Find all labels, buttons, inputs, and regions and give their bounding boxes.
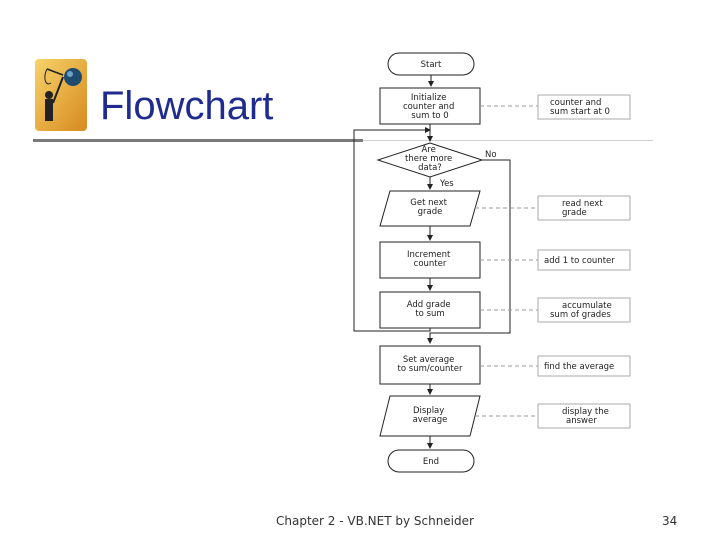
set-average-process <box>379 345 481 385</box>
annotation-init: counter and sum start at 0 <box>480 94 631 120</box>
fishing-figure-logo-icon <box>33 57 89 133</box>
display-average-output <box>379 395 481 437</box>
svg-text:find the average: find the average <box>544 362 614 372</box>
decision-label: Are there more data? <box>405 145 455 173</box>
display-average-label: Display average <box>413 406 448 425</box>
start-label: Start <box>421 60 442 70</box>
annotation-increment: add 1 to counter <box>480 249 631 271</box>
annotation-get: read next grade <box>475 195 631 221</box>
title-underline-extension <box>363 140 653 141</box>
get-grade-label: Get next grade <box>410 198 449 217</box>
no-label: No <box>485 150 497 160</box>
footer-text: Chapter 2 - VB.NET by Schneider <box>276 514 474 528</box>
slide-title: Flowchart <box>100 84 274 128</box>
svg-text:accumulate sum of grades: accumulate sum of grades <box>550 301 614 320</box>
init-process <box>379 87 481 125</box>
annotation-display: display the answer <box>475 403 631 429</box>
end-label: End <box>423 457 439 467</box>
svg-text:display the answer: display the answer <box>562 407 612 426</box>
set-average-label: Set average to sum/counter <box>398 355 463 374</box>
svg-text:read next grade: read next grade <box>562 199 605 218</box>
svg-text:add 1 to counter: add 1 to counter <box>544 256 615 266</box>
flowchart-diagram: Start Initialize counter and sum to 0 Ar… <box>353 52 631 473</box>
title-underline <box>33 139 363 142</box>
page-number: 34 <box>662 514 678 528</box>
increment-process <box>379 241 481 279</box>
init-label: Initialize counter and sum to 0 <box>403 93 457 121</box>
yes-label: Yes <box>439 179 454 189</box>
svg-text:counter and sum start at: counter and sum start at 0 <box>550 98 610 117</box>
get-grade-input <box>379 190 481 227</box>
end-terminal <box>387 449 475 473</box>
annotation-set: find the average <box>480 355 631 377</box>
annotation-add: accumulate sum of grades <box>480 297 631 323</box>
increment-label: Increment counter <box>407 250 453 269</box>
add-grade-label: Add grade to sum <box>407 300 454 319</box>
